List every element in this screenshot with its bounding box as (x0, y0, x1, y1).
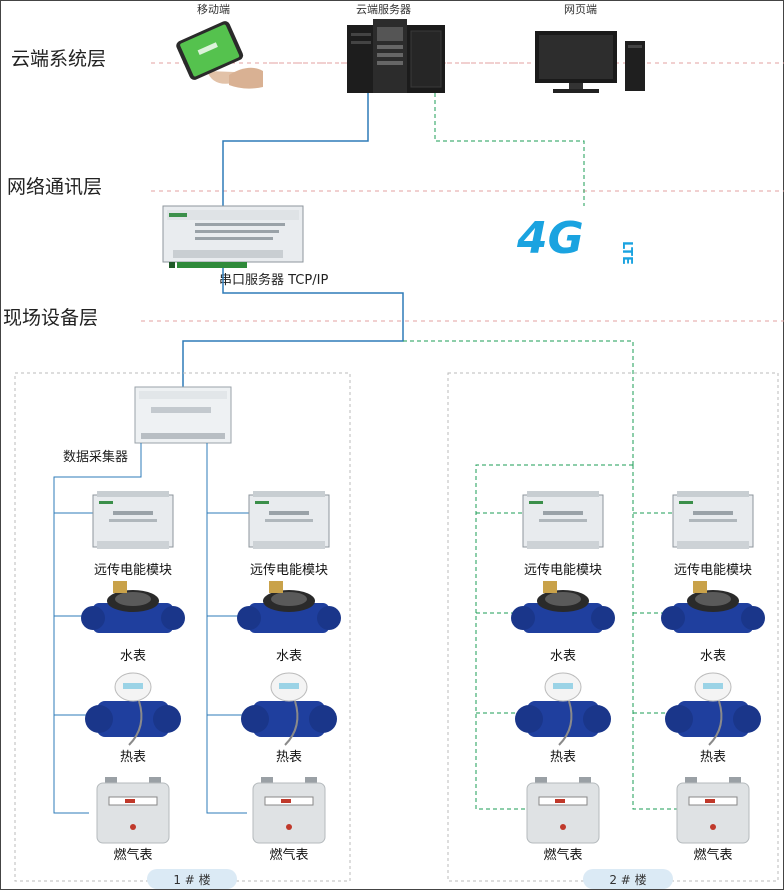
4g-text: 4G (516, 213, 584, 264)
field-layer-label: 现场设备层 (3, 307, 98, 329)
water-meter-label: 水表 (700, 649, 726, 664)
lte-text: LTE (619, 241, 634, 265)
network-building2-link (403, 340, 634, 465)
heat-meter-label: 热表 (700, 750, 726, 765)
energy-module-icon (672, 491, 754, 549)
building1-pill: 1 # 楼 (147, 869, 237, 889)
heat-meter-icon (665, 672, 761, 746)
building1-label: 1 # 楼 (173, 872, 210, 887)
mobile-caption: 移动端 (197, 3, 230, 16)
water-meter-label: 水表 (550, 649, 576, 664)
server-icon (347, 19, 445, 93)
4g-lte-badge: 4G LTE (516, 213, 634, 265)
heat-meter-icon (85, 672, 181, 746)
web-4g-link (434, 93, 585, 206)
mobile-phone-icon (176, 21, 263, 89)
data-collector-icon (134, 386, 232, 444)
gas-meter-icon (526, 777, 600, 844)
energy-module-icon (522, 491, 604, 549)
data-collector-caption: 数据采集器 (63, 449, 128, 465)
desktop-computer-icon (535, 31, 645, 93)
gas-meter-label: 燃气表 (543, 847, 582, 863)
heat-meter-icon (241, 672, 337, 746)
energy-module-label: 远传电能模块 (674, 563, 752, 578)
gas-meter-icon (96, 777, 170, 844)
gas-meter-label: 燃气表 (269, 847, 308, 863)
b1-right-bus (206, 443, 247, 814)
water-meter-icon (661, 581, 765, 633)
water-meter-icon (237, 581, 341, 633)
gas-meter-icon (252, 777, 326, 844)
serial-server-icon (162, 205, 304, 268)
server-caption: 云端服务器 (356, 3, 411, 16)
energy-module-label: 远传电能模块 (250, 563, 328, 578)
device-columns: 远传电能模块水表热表燃气表远传电能模块水表热表燃气表远传电能模块水表热表燃气表远… (81, 491, 765, 863)
heat-meter-icon (515, 672, 611, 746)
gas-meter-icon (676, 777, 750, 844)
gas-meter-label: 燃气表 (113, 847, 152, 863)
heat-meter-label: 热表 (550, 750, 576, 765)
b2-left-bus (475, 464, 633, 810)
web-caption: 网页端 (564, 3, 597, 16)
energy-module-label: 远传电能模块 (524, 563, 602, 578)
energy-module-label: 远传电能模块 (94, 563, 172, 578)
gateway-collector-link (182, 268, 404, 387)
water-meter-label: 水表 (276, 649, 302, 664)
serial-server-caption: 串口服务器 TCP/IP (219, 272, 328, 288)
heat-meter-label: 热表 (120, 750, 146, 765)
water-meter-icon (511, 581, 615, 633)
water-meter-label: 水表 (120, 649, 146, 664)
network-layer-label: 网络通讯层 (7, 176, 102, 198)
server-gateway-link (222, 93, 369, 206)
b2-right-bus (632, 465, 689, 810)
energy-module-icon (92, 491, 174, 549)
b1-left-bus (53, 443, 142, 814)
building2-label: 2 # 楼 (609, 872, 646, 887)
energy-module-icon (248, 491, 330, 549)
gas-meter-label: 燃气表 (693, 847, 732, 863)
water-meter-icon (81, 581, 185, 633)
heat-meter-label: 热表 (276, 750, 302, 765)
cloud-layer-label: 云端系统层 (11, 48, 106, 70)
building2-pill: 2 # 楼 (583, 869, 673, 889)
